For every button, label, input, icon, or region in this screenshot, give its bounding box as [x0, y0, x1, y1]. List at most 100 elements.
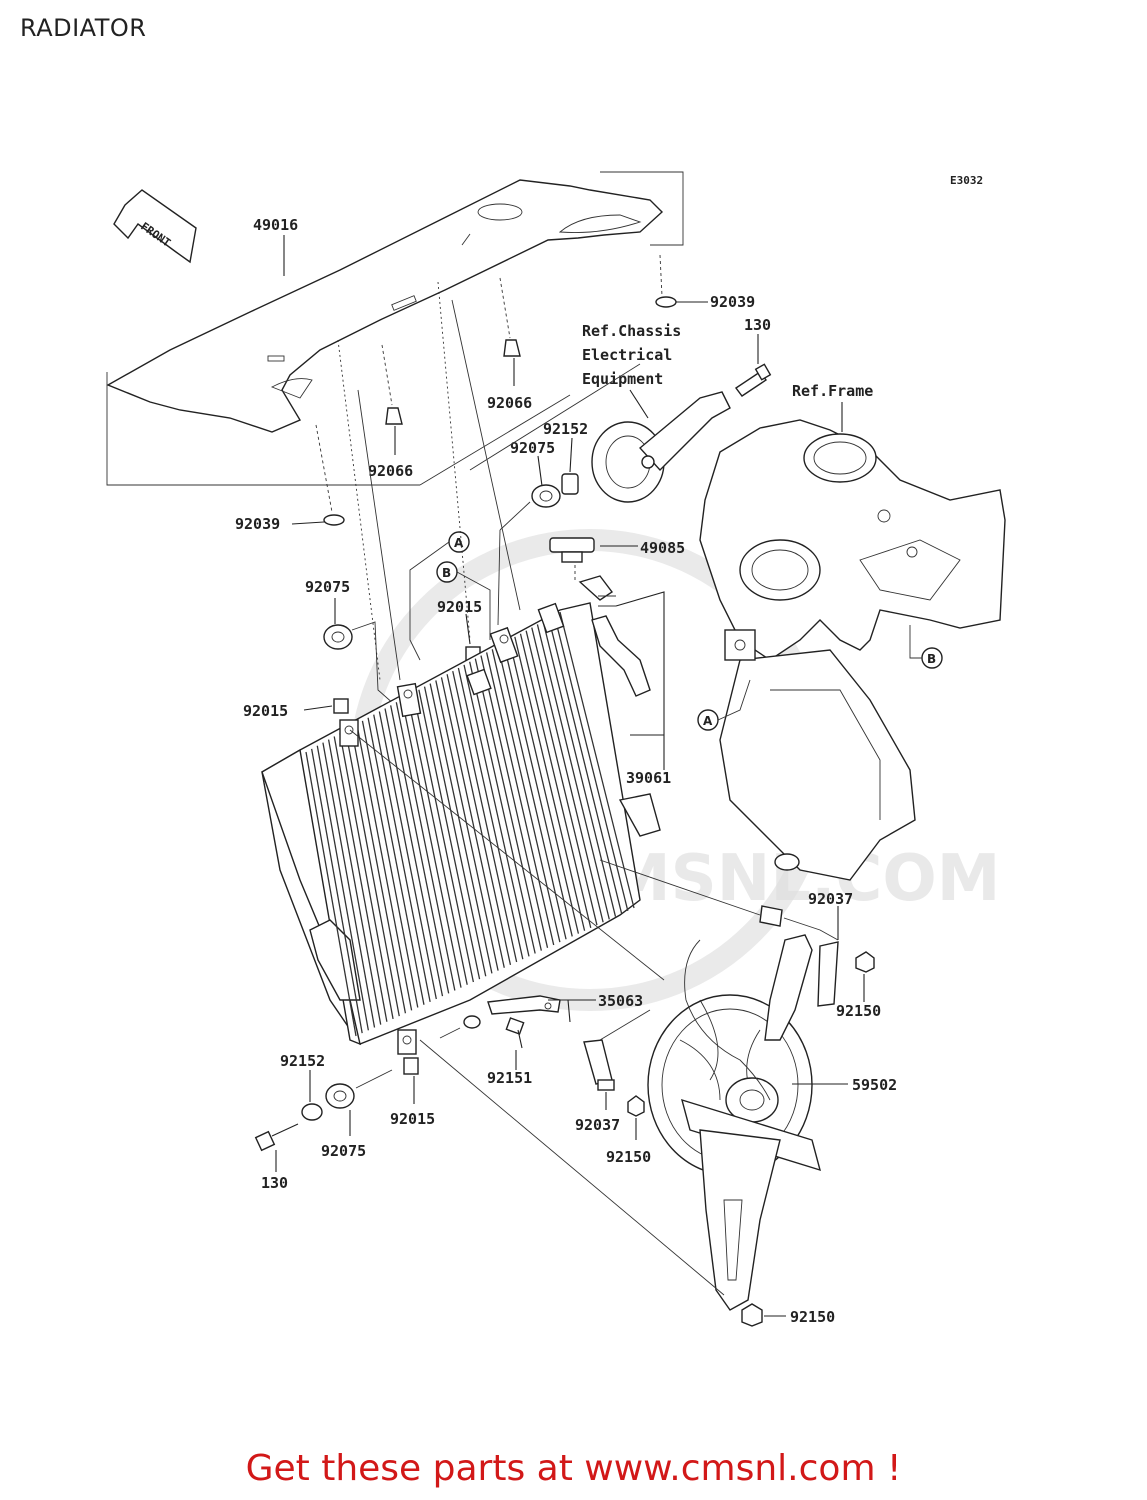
ref-frame: Ref.Frame [792, 382, 873, 400]
radiator-fin [553, 614, 629, 912]
exploded-parts-diagram: CMSNL.COM E3032 FRONT 49016 92039 92066 … [106, 171, 1006, 1327]
radiator-fin [440, 677, 505, 968]
part-label-92152-bottom: 92152 [280, 1052, 325, 1070]
grommet-92075-left [323, 624, 353, 650]
part-label-92066-right: 92066 [487, 394, 532, 412]
radiator-shroud [106, 179, 664, 433]
part-label-92037-bottom: 92037 [575, 1116, 620, 1134]
nut-92150-bottom [627, 1095, 645, 1117]
radiator-fin [485, 652, 555, 946]
radiator-fin [446, 674, 512, 966]
part-label-92066-left: 92066 [368, 462, 413, 480]
grommet-92075-top [531, 484, 561, 508]
radiator-fin [525, 630, 598, 926]
svg-text:B: B [442, 566, 451, 580]
part-label-49085: 49085 [640, 539, 685, 557]
part-label-130-top: 130 [744, 316, 771, 334]
radiator-fin [339, 733, 394, 1020]
bolt-130-top [734, 363, 772, 397]
part-label-92151: 92151 [487, 1069, 532, 1087]
part-label-92150-bottom: 92150 [606, 1148, 651, 1166]
clip-92066-left [385, 407, 403, 425]
part-label-92039-top: 92039 [710, 293, 755, 311]
radiator-fin [452, 670, 518, 963]
radiator-hose-fittings [578, 575, 661, 837]
radiator-fin [536, 624, 610, 920]
front-arrow-icon: FRONT [113, 189, 197, 264]
part-label-59502: 59502 [852, 1076, 897, 1094]
radiator-fin [429, 683, 493, 974]
radiator-fin [344, 730, 400, 1017]
part-label-35063: 35063 [598, 992, 643, 1010]
part-label-92150-right: 92150 [836, 1002, 881, 1020]
radiator-fin [531, 627, 604, 923]
radiator-cap-49085 [549, 537, 595, 563]
radiator-fin [412, 692, 475, 983]
marker-b-top: B [436, 561, 458, 583]
radiator-fin [311, 748, 363, 1034]
ref-chassis-line3: Equipment [582, 370, 663, 388]
radiator-fin [316, 745, 369, 1031]
radiator-fin [373, 714, 431, 1002]
radiator-fin [457, 667, 524, 960]
radiator-fin [390, 705, 450, 994]
part-label-92039-left: 92039 [235, 515, 280, 533]
part-label-92150-lowest: 92150 [790, 1308, 835, 1326]
collar-92152-bottom [301, 1103, 323, 1121]
marker-a-frame: A [697, 709, 719, 731]
get-parts-link[interactable]: Get these parts at www.cmsnl.com ! [245, 1448, 902, 1489]
collar-92152-top [561, 473, 579, 495]
motorcycle-frame [699, 419, 1006, 881]
radiator-fin [305, 751, 357, 1037]
clamp-92037-bottom [583, 1039, 615, 1091]
radiator-fin [542, 621, 617, 917]
part-label-49016: 49016 [253, 216, 298, 234]
svg-text:A: A [703, 714, 713, 728]
bolt-130-bottom [254, 1123, 299, 1152]
nut-92015-left [333, 698, 349, 714]
radiator-fin [423, 686, 487, 977]
radiator-fin [548, 618, 623, 914]
radiator-fin [395, 702, 456, 991]
radiator-core [261, 602, 641, 1055]
radiator-fin [356, 723, 413, 1011]
diagram-code: E3032 [950, 174, 983, 187]
shroud-group-bracket [106, 372, 420, 486]
part-label-92015-bottom: 92015 [390, 1110, 435, 1128]
radiator-fin [519, 633, 592, 929]
grommet-92039-top [655, 296, 677, 308]
radiator-fin [401, 698, 462, 988]
radiator-fin [350, 726, 407, 1014]
radiator-fin [418, 689, 481, 980]
marker-b-frame: B [921, 647, 943, 669]
clamp-92037-right [759, 905, 783, 927]
part-label-92075-bottom: 92075 [321, 1142, 366, 1160]
page-title: RADIATOR [20, 14, 147, 42]
marker-a-top: A [448, 531, 470, 553]
part-label-92037-right: 92037 [808, 890, 853, 908]
radiator-fin [367, 717, 425, 1005]
radiator-fin [378, 711, 437, 1000]
nut-92150-lowest [741, 1303, 763, 1327]
radiator-fin [474, 658, 542, 951]
radiator-fin [327, 739, 382, 1025]
part-label-92075-left: 92075 [305, 578, 350, 596]
radiator-fin [497, 646, 567, 940]
radiator-fin [491, 649, 561, 943]
part-label-130-bottom: 130 [261, 1174, 288, 1192]
grommet-92039-left [323, 514, 345, 526]
svg-text:B: B [927, 652, 936, 666]
horn-assembly [591, 391, 731, 503]
radiator-fin [361, 720, 419, 1008]
radiator-fin [480, 655, 549, 948]
radiator-fin [384, 708, 444, 997]
radiator-fin [502, 642, 573, 937]
radiator-fin [435, 680, 499, 971]
part-label-39061: 39061 [626, 769, 671, 787]
radiator-fin [514, 636, 586, 931]
grommet-92075-bottom [325, 1083, 355, 1109]
nut-92150-right [855, 951, 875, 973]
ref-chassis-line1: Ref.Chassis [582, 322, 681, 340]
part-label-92075-top: 92075 [510, 439, 555, 457]
radiator-fin [333, 736, 388, 1022]
